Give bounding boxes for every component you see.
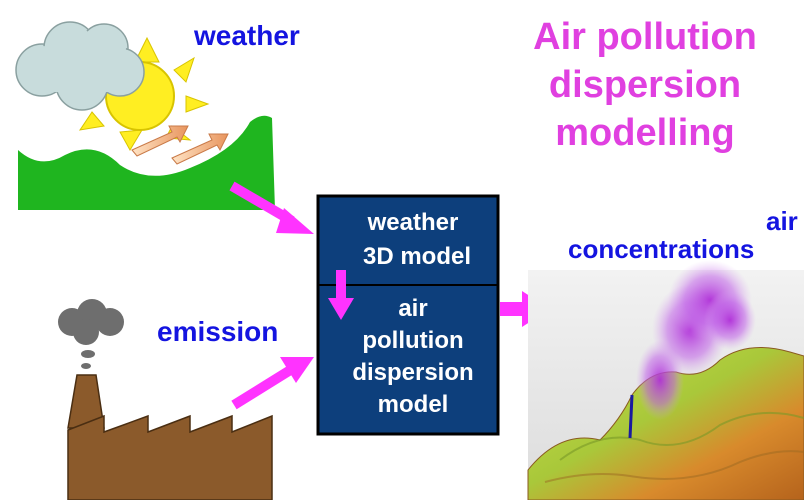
wind-arrow-icon — [131, 125, 229, 165]
pollution-plume-icon — [636, 260, 756, 420]
air-concentrations-label-line-2: concentrations — [568, 234, 755, 264]
emission-label: emission — [157, 316, 279, 347]
model-box-bottom-line-2: pollution — [362, 327, 464, 354]
factory-icon — [67, 374, 273, 500]
weather-label: weather — [194, 20, 300, 51]
emission-to-model-arrow — [231, 357, 314, 410]
model-box — [316, 194, 500, 436]
cloud-icon — [15, 21, 145, 111]
title-line-1: Air pollution — [533, 16, 757, 58]
title-line-3: modelling — [555, 112, 735, 154]
model-box-bottom-line-1: air — [398, 295, 428, 322]
model-box-bottom-line-4: model — [377, 391, 449, 418]
title-line-2: dispersion — [548, 64, 742, 106]
air-concentrations-label-line-1: air — [766, 206, 798, 236]
internal-model-arrow — [328, 270, 354, 320]
weather-terrain-icon — [18, 115, 275, 210]
model-box-top-line-1: weather — [367, 209, 459, 236]
model-box-top-line-2: 3D model — [362, 243, 472, 270]
title: Air pollution dispersion modelling — [495, 12, 795, 162]
model-box-bottom-line-3: dispersion — [352, 359, 474, 386]
weather-to-model-arrow — [229, 181, 314, 234]
smoke-icon — [58, 299, 124, 369]
